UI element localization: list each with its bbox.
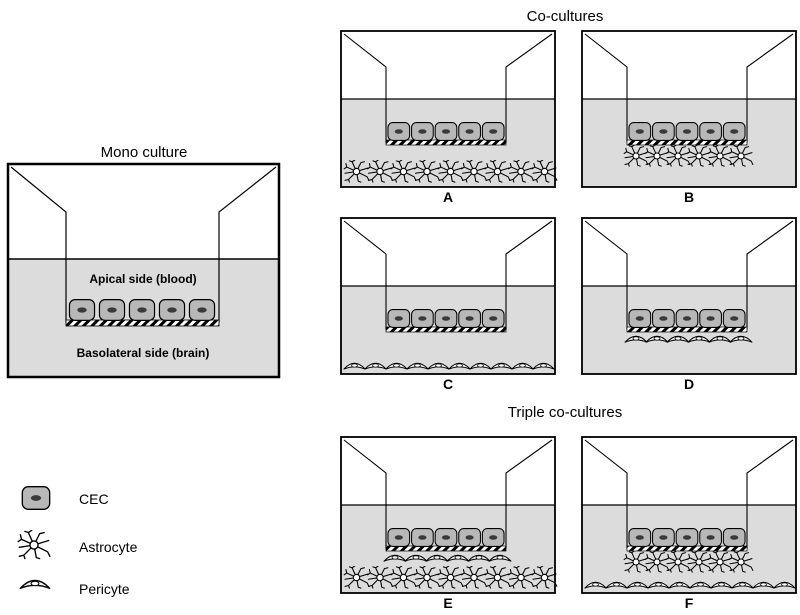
mono-culture-title: Mono culture	[101, 144, 188, 161]
legend-item-cec: CEC	[21, 486, 109, 510]
co-cultures-title: Co-cultures	[527, 8, 604, 25]
triple-co-cultures-title: Triple co-cultures	[508, 404, 622, 421]
cec-cell	[458, 528, 481, 547]
cec-cell	[628, 528, 652, 547]
astrocyte-icon	[17, 530, 51, 560]
legend: CEC Astrocyte Pericyte	[17, 486, 138, 597]
panel-label-a: A	[443, 189, 453, 205]
well	[340, 217, 556, 375]
cec-cell	[387, 528, 411, 547]
cec-cell	[411, 528, 434, 547]
legend-label-cec: CEC	[79, 491, 109, 507]
cec-cell	[411, 309, 434, 328]
cec-cell	[699, 309, 722, 328]
culture-panel-a	[340, 30, 558, 188]
basolateral-side-label: Basolateral side (brain)	[77, 346, 210, 360]
cec-cell	[675, 122, 699, 141]
panel-label-b: B	[684, 189, 694, 205]
mono-culture-panel: Apical side (blood) Basolateral side (br…	[6, 162, 281, 379]
well	[340, 436, 556, 594]
cec-cell	[481, 309, 505, 328]
cec-cell	[699, 528, 722, 547]
culture-panel-e	[340, 436, 558, 594]
well	[581, 30, 797, 188]
panel-label-f: F	[685, 595, 694, 611]
cec-cell	[699, 122, 722, 141]
pericyte-icon	[19, 579, 51, 590]
cec-cell	[387, 122, 411, 141]
mono-cec-layer	[68, 299, 216, 321]
cec-cell	[434, 528, 458, 547]
well	[340, 30, 556, 188]
cec-cell	[411, 122, 434, 141]
panel-label-c: C	[443, 376, 453, 392]
cec-cell	[434, 122, 458, 141]
culture-panel-c	[340, 217, 556, 375]
well	[581, 436, 797, 594]
well	[581, 217, 797, 375]
cec-cell	[652, 528, 675, 547]
cec-cell	[458, 309, 481, 328]
cec-cell	[652, 122, 675, 141]
cec-cell	[675, 309, 699, 328]
cec-cell	[458, 122, 481, 141]
cec-cell	[481, 122, 505, 141]
panel-label-d: D	[684, 376, 694, 392]
cec-cell	[722, 122, 746, 141]
cec-cell-icon	[21, 486, 51, 510]
cec-cell	[628, 122, 652, 141]
panel-label-e: E	[443, 595, 452, 611]
cec-cell	[675, 528, 699, 547]
cec-cell	[387, 309, 411, 328]
cec-cell	[722, 528, 746, 547]
legend-item-astrocyte: Astrocyte	[17, 530, 138, 560]
culture-panel-d	[581, 217, 797, 375]
cec-cell	[722, 309, 746, 328]
cec-cell	[628, 309, 652, 328]
culture-panel-b	[581, 30, 797, 188]
cec-cell	[434, 309, 458, 328]
cec-cell	[481, 528, 505, 547]
legend-item-pericyte: Pericyte	[19, 579, 130, 597]
legend-label-pericyte: Pericyte	[79, 581, 130, 597]
mono-well	[6, 162, 281, 379]
cec-cell	[652, 309, 675, 328]
apical-side-label: Apical side (blood)	[89, 272, 196, 286]
co-culture-panels: A B C D E F	[340, 30, 797, 611]
legend-label-astrocyte: Astrocyte	[79, 539, 138, 555]
culture-panel-f	[581, 436, 797, 594]
